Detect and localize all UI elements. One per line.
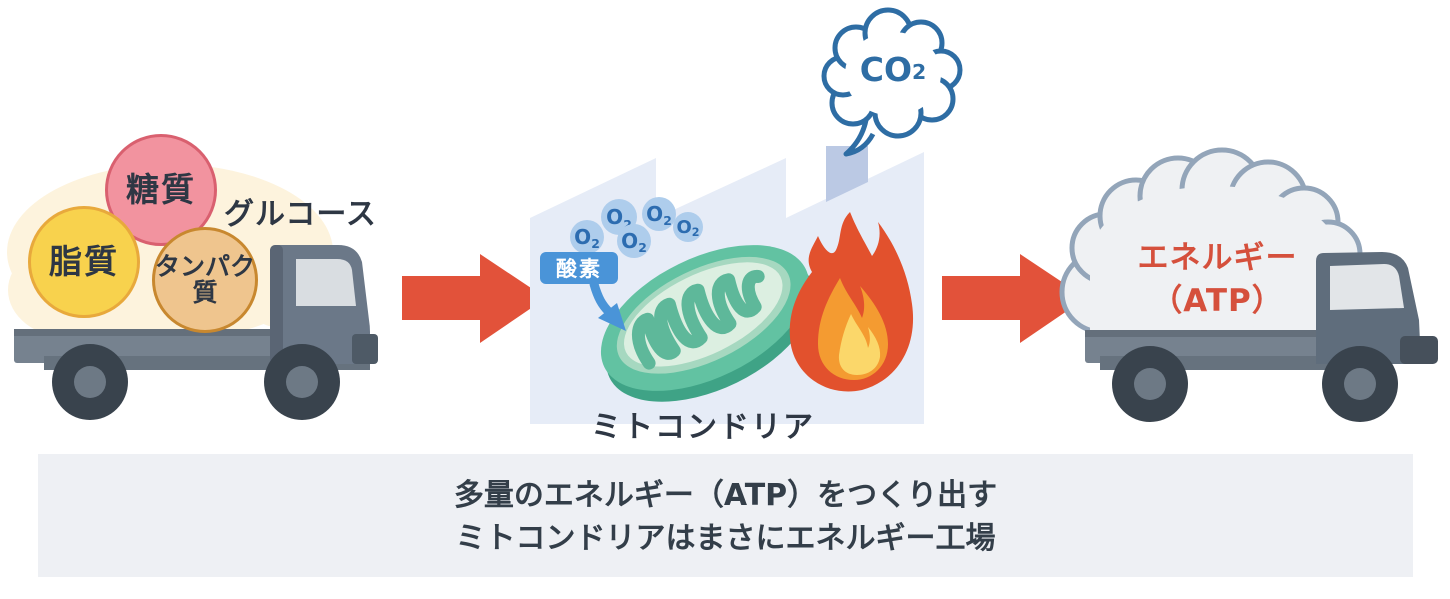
co2-cloud-icon [821,7,963,157]
nutrient-circle-lipid: 脂質 [28,206,140,318]
mitochondria-icon [600,245,815,402]
arrow-right-icon [402,254,546,343]
caption-line2: ミトコンドリアはまさにエネルギー工場 [455,521,996,556]
oxygen-pointer-arrow-icon [589,279,626,331]
glucose-label: グルコース [224,197,377,232]
sugar-label: 糖質 [126,169,196,209]
nutrient-circle-protein: タンパク 質 [152,227,258,333]
energy-cloud-icon [1059,147,1371,335]
arrow-right-icon [942,254,1086,343]
chimney-icon [826,146,868,202]
energy-atp-label: エネルギー （ATP） [1137,240,1298,319]
cargo-truck-left-icon [14,245,378,420]
caption-box: 多量のエネルギー（ATP）をつくり出す ミトコンドリアはまさにエネルギー工場 [38,454,1413,577]
protein-label: タンパク 質 [155,251,256,307]
mitochondria-label: ミトコンドリア [591,410,815,445]
flame-icon [789,212,914,392]
oxygen-label-badge: 酸素 [540,252,618,284]
cargo-truck-right-icon [1085,252,1438,422]
lipid-label: 脂質 [49,241,119,281]
caption-line1: 多量のエネルギー（ATP）をつくり出す [453,478,998,513]
